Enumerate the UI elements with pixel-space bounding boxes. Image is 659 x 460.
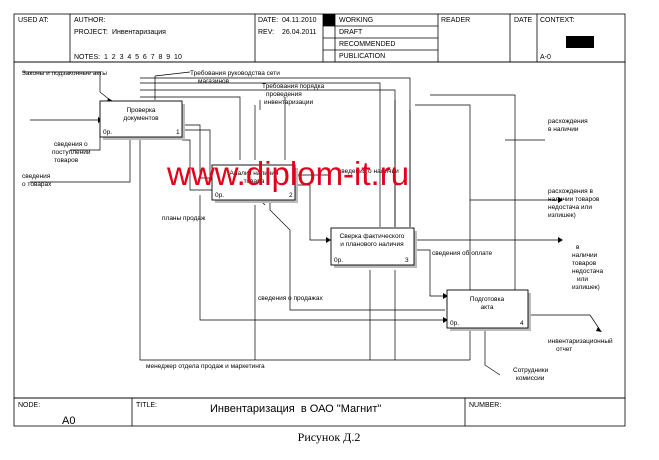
box-1-cost: 0р. bbox=[103, 129, 112, 136]
node-label: NODE: bbox=[18, 402, 40, 409]
label-discrep-b: расхождения в bbox=[548, 188, 594, 195]
date-label: DATE: bbox=[258, 17, 278, 24]
label-goods-2: о товарах bbox=[22, 181, 52, 188]
box-1-line-2: документов bbox=[123, 115, 159, 122]
rev-value: 26.04.2011 bbox=[282, 29, 317, 36]
box-3-cost: 0р. bbox=[334, 257, 343, 264]
label-receipt-2: поступлении bbox=[52, 149, 91, 156]
status-working: WORKING bbox=[339, 17, 373, 24]
box-2-line-2: товара bbox=[244, 178, 265, 185]
watermark-text: www.diplom-it.ru bbox=[166, 155, 409, 192]
project-label: PROJECT: bbox=[74, 29, 108, 36]
notes-numbers: 1 2 3 4 5 6 7 8 9 10 bbox=[104, 54, 182, 61]
arrow-labels: Законы и подзаконные акты Требования рук… bbox=[22, 69, 613, 382]
label-discrep: расхождения bbox=[548, 118, 588, 125]
footer-frame bbox=[13, 397, 626, 427]
label-payment: сведения об оплате bbox=[432, 249, 493, 257]
label-staff: Сотрудники bbox=[513, 367, 549, 374]
context-node: A-0 bbox=[540, 54, 551, 61]
label-manager: менеджер отдела продаж и маркетинга bbox=[146, 363, 265, 370]
box-1-line-1: Проверка bbox=[126, 107, 155, 114]
activity-box-3: Сверка фактического и планового наличия … bbox=[330, 227, 417, 268]
label-receipt: сведения о bbox=[54, 141, 88, 148]
date-value: 04.11.2010 bbox=[282, 17, 317, 24]
label-sales: сведения о продажах bbox=[258, 295, 323, 302]
label-report: инвентаризационный bbox=[548, 337, 613, 345]
box-4-line-1: Подготовка bbox=[470, 296, 505, 303]
label-discrep-b-2: наличии товаров bbox=[548, 196, 600, 203]
label-inst-3: товаров bbox=[572, 260, 597, 267]
status-draft: DRAFT bbox=[339, 29, 363, 36]
number-label: NUMBER: bbox=[469, 402, 501, 409]
label-proc-req-2: проведения bbox=[266, 91, 302, 98]
status-recommended: RECOMMENDED bbox=[339, 41, 395, 48]
diagram-title: Инвентаризация в ОАО "Магнит" bbox=[210, 403, 381, 415]
label-plans: планы продаж bbox=[162, 215, 206, 222]
context-label: CONTEXT: bbox=[540, 17, 575, 24]
label-stock: сведения о наличии bbox=[338, 168, 399, 175]
label-staff-2: комиссии bbox=[516, 375, 545, 382]
activity-box-1: Проверка документов 0р. 1 bbox=[99, 100, 185, 140]
box-4-cost: 0р. bbox=[450, 320, 459, 327]
box-1-number: 1 bbox=[176, 129, 180, 136]
box-3-line-1: Сверка фактического bbox=[340, 233, 405, 240]
label-goods: сведения bbox=[22, 173, 51, 180]
box-2-cost: 0р. bbox=[215, 192, 224, 199]
label-mgmt-req-2: магазинов bbox=[198, 78, 230, 85]
reader-label: READER bbox=[441, 17, 470, 24]
label-report-2: отчет bbox=[556, 346, 572, 353]
label-inst-6: излишек) bbox=[572, 284, 600, 291]
label-inst: в bbox=[576, 244, 580, 251]
author-label: AUTHOR: bbox=[74, 17, 106, 24]
label-laws: Законы и подзаконные акты bbox=[22, 70, 107, 77]
label-mgmt-req: Требования руководства сети bbox=[190, 69, 280, 77]
box-2-number: 2 bbox=[289, 192, 293, 199]
project-value: Инвентаризация bbox=[112, 29, 166, 36]
label-inst-5: или bbox=[577, 276, 588, 283]
label-inst-2: наличии bbox=[572, 252, 598, 259]
rev-label: REV: bbox=[258, 29, 274, 36]
figure-caption: Рисунок Д.2 bbox=[298, 430, 361, 444]
title-label: TITLE: bbox=[136, 402, 157, 409]
box-3-number: 3 bbox=[405, 257, 409, 264]
arrows bbox=[22, 71, 602, 376]
label-discrep-b-4: излишек) bbox=[548, 212, 576, 219]
box-4-number: 4 bbox=[520, 320, 524, 327]
used-at-label: USED AT: bbox=[18, 17, 49, 24]
status-publication: PUBLICATION bbox=[339, 53, 385, 60]
box-4-line-2: акта bbox=[480, 304, 493, 311]
node-value: A0 bbox=[62, 415, 75, 427]
label-discrep-b-3: недостача или bbox=[548, 204, 592, 211]
date2-label: DATE bbox=[514, 17, 532, 24]
label-receipt-3: товаров bbox=[54, 157, 79, 164]
notes-label: NOTES: bbox=[74, 54, 100, 61]
activity-box-4: Подготовка акта 0р. 4 bbox=[446, 289, 531, 331]
box-2-line-1: Анализ наличия bbox=[230, 170, 279, 177]
label-proc-req: Требования порядка bbox=[262, 82, 325, 90]
activity-box-2: Анализ наличия товара 0р. 2 bbox=[211, 164, 298, 203]
label-discrep-2: в наличии bbox=[548, 126, 579, 133]
label-inst-4: недостача bbox=[572, 268, 603, 275]
label-proc-req-3: инвентаризации bbox=[264, 99, 314, 106]
box-3-line-2: и планового наличия bbox=[340, 241, 404, 248]
